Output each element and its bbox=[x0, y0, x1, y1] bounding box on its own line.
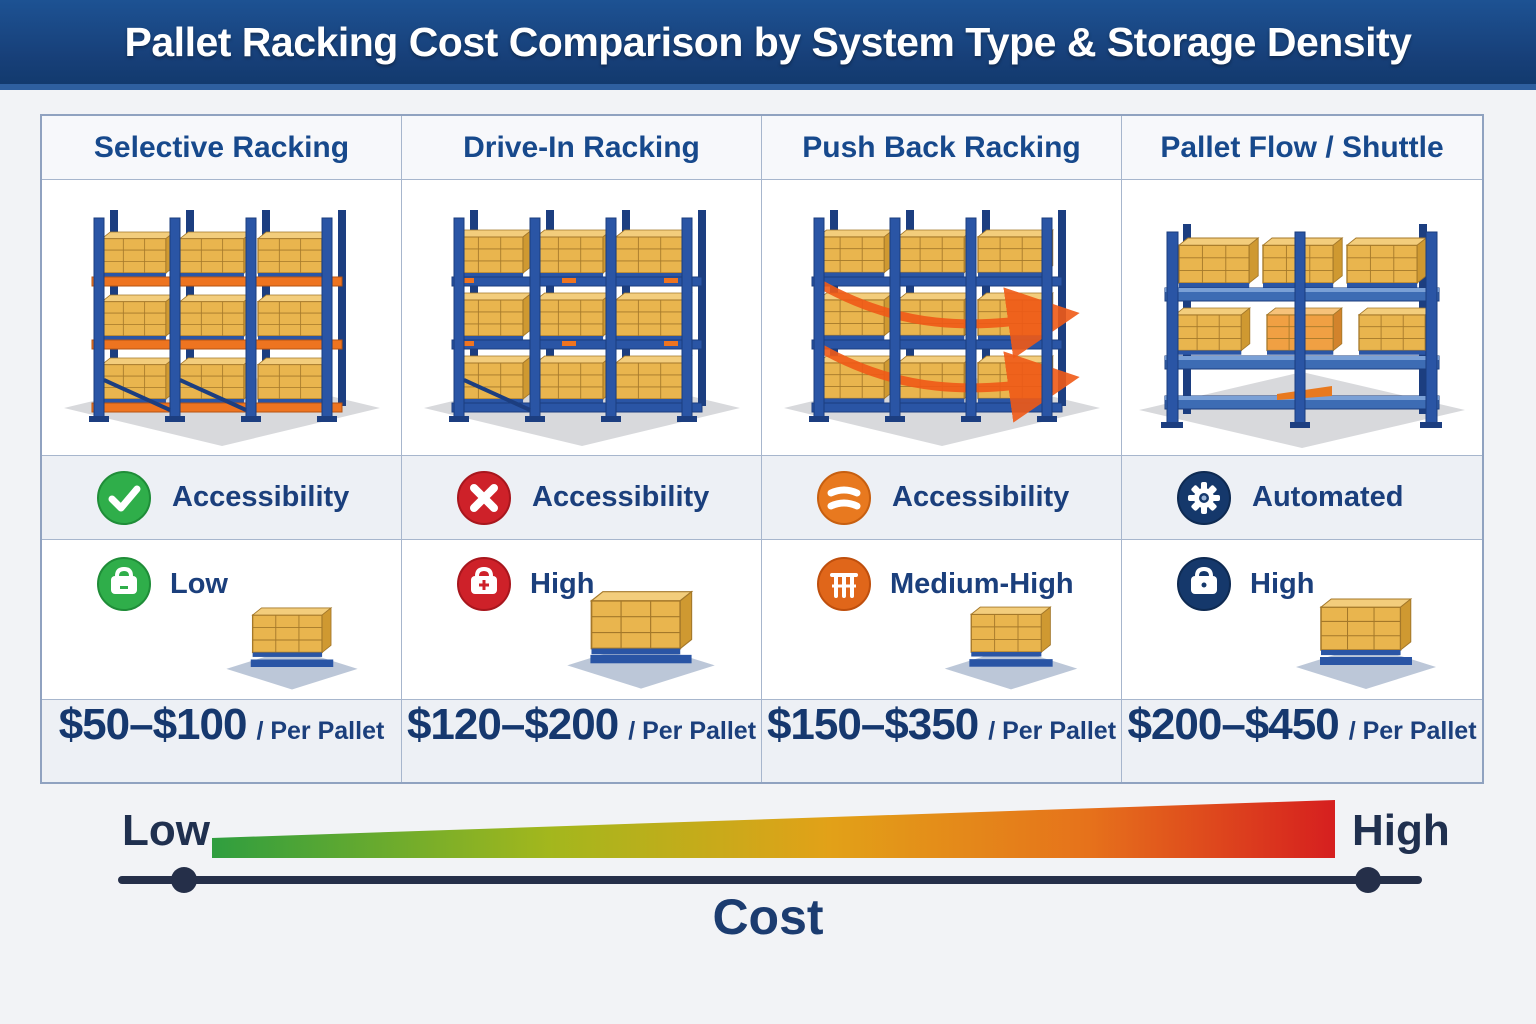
price-unit: / Per Pallet bbox=[256, 717, 385, 745]
push-back-rack-drawing bbox=[783, 210, 1100, 446]
automated-label: Automated bbox=[1252, 481, 1404, 513]
title-bar: Pallet Racking Cost Comparison by System… bbox=[0, 0, 1536, 90]
cost-axis-label: Cost bbox=[712, 889, 824, 945]
price-range: $200–$450 bbox=[1127, 700, 1339, 749]
column-header-selective: Selective Racking bbox=[42, 116, 402, 180]
low-label: Low bbox=[122, 806, 210, 855]
column-title: Selective Racking bbox=[93, 130, 350, 164]
mini-pallet-graphic bbox=[1296, 598, 1436, 689]
mini-pallet-graphic bbox=[567, 590, 715, 689]
mini-pallet-graphic bbox=[944, 606, 1078, 690]
push-back-racking-illustration bbox=[762, 180, 1122, 456]
drive-in-racking-illustration bbox=[402, 180, 762, 456]
pallet-flow-rack-drawing bbox=[1139, 224, 1465, 448]
high-label: High bbox=[1352, 806, 1450, 855]
column-header-drive-in: Drive-In Racking bbox=[402, 116, 762, 180]
column-header-push-back: Push Back Racking bbox=[762, 116, 1122, 180]
briefcase-icon bbox=[1177, 557, 1231, 611]
toolbox-plus-icon bbox=[457, 557, 511, 611]
accessibility-label: Accessibility bbox=[172, 481, 350, 513]
cost-level-label: Low bbox=[170, 567, 228, 600]
drive-in-rack-drawing bbox=[423, 210, 740, 446]
accessibility-cell-pallet-flow: Automated bbox=[1122, 456, 1482, 540]
cost-level-head: High bbox=[402, 540, 761, 612]
stripes-circle-icon bbox=[817, 470, 871, 525]
price-unit: / Per Pallet bbox=[1348, 717, 1477, 745]
selective-racking-illustration bbox=[42, 180, 402, 456]
cost-scale: Low High Cost bbox=[0, 780, 1536, 1024]
cost-level-cell-drive-in: High bbox=[402, 540, 762, 700]
price-cell-selective: $50–$100 / Per Pallet bbox=[42, 700, 402, 782]
money-bag-icon bbox=[97, 557, 151, 611]
price-cell-drive-in: $120–$200 / Per Pallet bbox=[402, 700, 762, 782]
accessibility-label: Accessibility bbox=[532, 481, 710, 513]
gradient-wedge bbox=[212, 800, 1335, 858]
axis-dot-right bbox=[1355, 867, 1381, 893]
cost-level-cell-selective: Low bbox=[42, 540, 402, 700]
price-range: $120–$200 bbox=[406, 700, 619, 749]
accessibility-cell-push-back: Accessibility bbox=[762, 456, 1122, 540]
selective-rack-drawing bbox=[63, 210, 380, 446]
cost-level-cell-pallet-flow: High bbox=[1122, 540, 1482, 700]
accessibility-cell-drive-in: Accessibility bbox=[402, 456, 762, 540]
check-circle-icon bbox=[97, 470, 151, 525]
bars-icon bbox=[817, 557, 871, 611]
column-title: Drive-In Racking bbox=[463, 130, 700, 164]
cost-level-label: High bbox=[1250, 567, 1315, 600]
comparison-table: Selective Racking Drive-In Racking Push … bbox=[40, 114, 1484, 784]
cost-level-head: Low bbox=[42, 540, 401, 612]
mini-pallet-graphic bbox=[226, 607, 358, 690]
accessibility-label: Accessibility bbox=[892, 481, 1070, 513]
gear-circle-icon bbox=[1177, 470, 1231, 525]
pallet-flow-shuttle-illustration bbox=[1122, 180, 1482, 456]
cost-level-label: Medium-High bbox=[890, 567, 1074, 600]
cost-level-head: Medium-High bbox=[762, 540, 1121, 612]
x-circle-icon bbox=[457, 470, 511, 525]
price-unit: / Per Pallet bbox=[988, 717, 1117, 745]
column-title: Pallet Flow / Shuttle bbox=[1160, 130, 1444, 164]
axis-dot-left bbox=[171, 867, 197, 893]
price-unit: / Per Pallet bbox=[628, 717, 757, 745]
cost-level-head: High bbox=[1122, 540, 1482, 612]
page-title: Pallet Racking Cost Comparison by System… bbox=[124, 18, 1412, 65]
column-title: Push Back Racking bbox=[802, 130, 1081, 164]
price-range: $150–$350 bbox=[766, 700, 979, 749]
column-header-pallet-flow: Pallet Flow / Shuttle bbox=[1122, 116, 1482, 180]
cost-gradient-axis bbox=[118, 800, 1422, 893]
price-cell-push-back: $150–$350 / Per Pallet bbox=[762, 700, 1122, 782]
accessibility-cell-selective: Accessibility bbox=[42, 456, 402, 540]
cost-level-label: High bbox=[530, 567, 595, 600]
cost-level-cell-push-back: Medium-High bbox=[762, 540, 1122, 700]
price-cell-pallet-flow: $200–$450 / Per Pallet bbox=[1122, 700, 1482, 782]
price-range: $50–$100 bbox=[58, 700, 248, 749]
